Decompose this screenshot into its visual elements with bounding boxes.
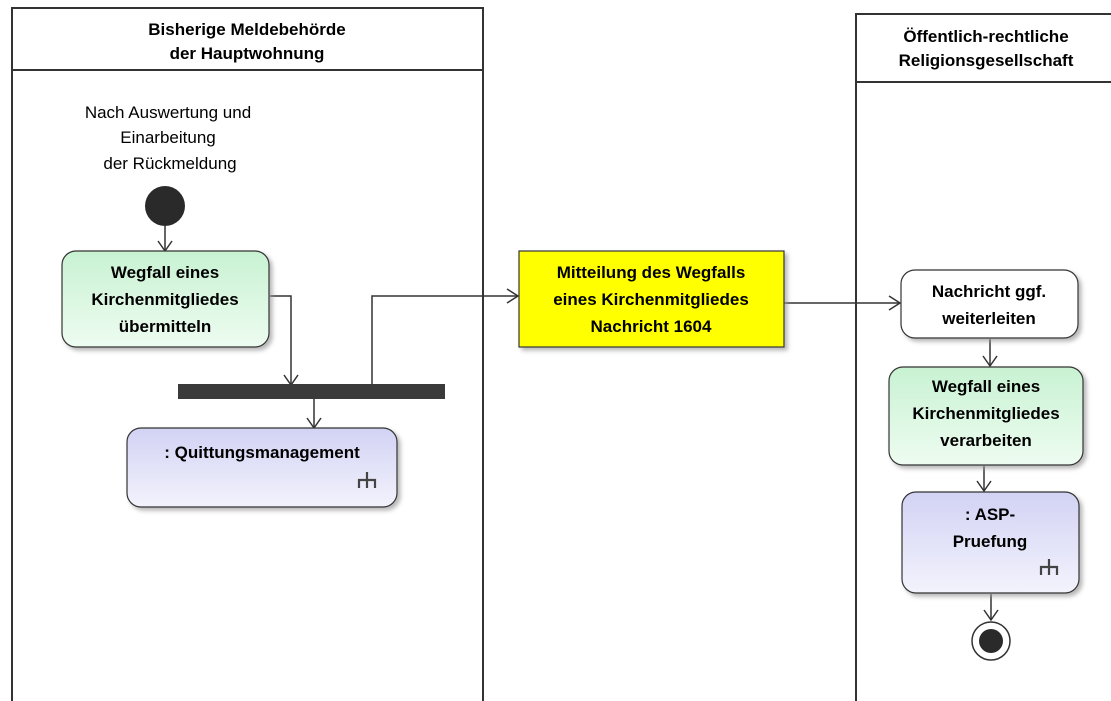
action-label-line2: Kirchenmitgliedes (912, 404, 1059, 423)
call-action-label-line1: : ASP- (965, 505, 1015, 524)
lane-title-line2: Religionsgesellschaft (899, 51, 1074, 70)
initial-node-icon (145, 186, 185, 226)
rake-icon (1039, 559, 1059, 575)
flow-edge (270, 295, 292, 384)
start-note-line3: der Rückmeldung (103, 154, 236, 173)
final-node-icon (971, 621, 1011, 661)
action-label-line2: Kirchenmitgliedes (91, 290, 238, 309)
lane-title-line2: der Hauptwohnung (170, 44, 325, 63)
action-label-line1: Nachricht ggf. (932, 282, 1046, 301)
call-action-label-line2: Pruefung (953, 532, 1028, 551)
lane-meldebehoerde: Bisherige Meldebehörde der Hauptwohnung (11, 7, 484, 701)
arrow-head-icon (976, 480, 992, 493)
arrow-head-icon (982, 355, 998, 368)
action-weiterleiten[interactable]: Nachricht ggf. weiterleiten (900, 269, 1079, 339)
fork-bar (178, 384, 445, 399)
lane-title-line1: Öffentlich-rechtliche (903, 27, 1068, 46)
action-label-line1: Wegfall eines (932, 377, 1040, 396)
action-label-line3: übermitteln (119, 317, 212, 336)
action-verarbeiten[interactable]: Wegfall eines Kirchenmitgliedes verarbei… (888, 366, 1084, 466)
flow-edge (371, 295, 518, 384)
lane-title-line1: Bisherige Meldebehörde (148, 20, 345, 39)
message-object-node[interactable]: Mitteilung des Wegfalls eines Kirchenmit… (518, 250, 785, 348)
call-action-quittungsmanagement[interactable]: : Quittungsmanagement (126, 427, 398, 508)
arrow-head-icon (506, 288, 520, 304)
action-label-line3: verarbeiten (940, 431, 1032, 450)
start-note-line2: Einarbeitung (120, 128, 215, 147)
call-action-label: : Quittungsmanagement (164, 443, 360, 462)
start-note: Nach Auswertung und Einarbeitung der Rüc… (85, 103, 251, 173)
message-label-line1: Mitteilung des Wegfalls (557, 263, 746, 282)
call-action-asp-pruefung[interactable]: : ASP- Pruefung (901, 491, 1080, 594)
arrow-head-icon (888, 295, 902, 311)
action-label-line2: weiterleiten (941, 309, 1036, 328)
action-uebermitteln[interactable]: Wegfall eines Kirchenmitgliedes übermitt… (61, 250, 270, 348)
message-label-line3: Nachricht 1604 (591, 317, 712, 336)
start-note-line1: Nach Auswertung und (85, 103, 251, 122)
arrow-head-icon (983, 609, 999, 622)
action-label-line1: Wegfall eines (111, 263, 219, 282)
message-label-line2: eines Kirchenmitgliedes (553, 290, 749, 309)
rake-icon (357, 472, 377, 488)
